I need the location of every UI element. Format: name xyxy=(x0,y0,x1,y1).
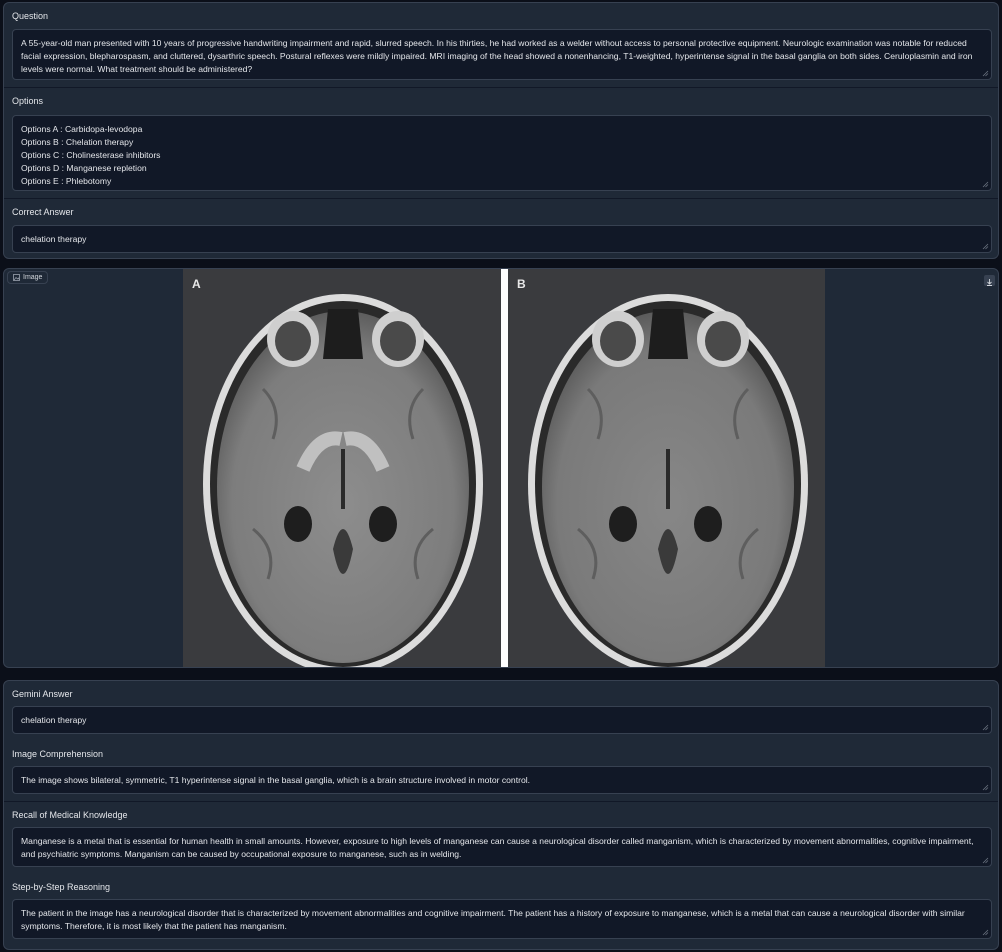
resize-handle-icon[interactable] xyxy=(982,70,989,77)
image-label: Image xyxy=(23,274,43,281)
gemini-answer-label: Gemini Answer xyxy=(12,689,73,699)
recall-field: Recall of Medical Knowledge Manganese is… xyxy=(4,802,998,874)
correct-answer-field: Correct Answer chelation therapy xyxy=(4,199,998,259)
reasoning-textbox[interactable]: The patient in the image has a neurologi… xyxy=(12,899,992,939)
image-comprehension-text: The image shows bilateral, symmetric, T1… xyxy=(21,775,531,785)
correct-answer-textbox[interactable]: chelation therapy xyxy=(12,225,992,253)
image-comprehension-textbox[interactable]: The image shows bilateral, symmetric, T1… xyxy=(12,766,992,794)
panel-b-letter: B xyxy=(517,277,526,291)
option-line: Options B : Chelation therapy xyxy=(21,137,134,147)
image-icon xyxy=(13,274,20,281)
image-comprehension-field: Image Comprehension The image shows bila… xyxy=(4,741,998,801)
recall-label: Recall of Medical Knowledge xyxy=(12,810,128,820)
input-panel: Question A 55-year-old man presented wit… xyxy=(3,2,999,259)
reasoning-text: The patient in the image has a neurologi… xyxy=(21,908,965,931)
resize-handle-icon[interactable] xyxy=(982,181,989,188)
option-line: Options D : Manganese repletion xyxy=(21,163,147,173)
brain-mri-scan-b xyxy=(528,294,808,667)
resize-handle-icon[interactable] xyxy=(982,857,989,864)
image-label-badge: Image xyxy=(7,271,49,284)
download-button[interactable] xyxy=(984,275,995,286)
resize-handle-icon[interactable] xyxy=(982,929,989,936)
correct-answer-label: Correct Answer xyxy=(12,207,74,217)
divider xyxy=(4,801,998,802)
resize-handle-icon[interactable] xyxy=(982,243,989,250)
correct-answer-text: chelation therapy xyxy=(21,234,87,244)
mri-panel-a: A xyxy=(183,269,501,667)
divider xyxy=(4,198,998,199)
mri-panel-b: B xyxy=(508,269,825,667)
gemini-answer-text: chelation therapy xyxy=(21,715,87,725)
brain-mri-scan-a xyxy=(203,294,483,667)
resize-handle-icon[interactable] xyxy=(982,724,989,731)
panel-a-letter: A xyxy=(192,277,201,291)
recall-textbox[interactable]: Manganese is a metal that is essential f… xyxy=(12,827,992,867)
option-line: Options A : Carbidopa-levodopa xyxy=(21,124,143,134)
question-textbox[interactable]: A 55-year-old man presented with 10 year… xyxy=(12,29,992,80)
option-line: Options C : Cholinesterase inhibitors xyxy=(21,150,161,160)
recall-text: Manganese is a metal that is essential f… xyxy=(21,836,974,859)
reasoning-field: Step-by-Step Reasoning The patient in th… xyxy=(4,874,998,951)
divider xyxy=(4,87,998,88)
panel-divider xyxy=(501,269,508,667)
option-line: Options E : Phlebotomy xyxy=(21,176,112,186)
gemini-answer-textbox[interactable]: chelation therapy xyxy=(12,706,992,734)
question-field: Question A 55-year-old man presented wit… xyxy=(4,3,998,87)
reasoning-label: Step-by-Step Reasoning xyxy=(12,882,111,892)
download-icon xyxy=(987,279,992,286)
gemini-answer-field: Gemini Answer chelation therapy xyxy=(4,681,998,741)
output-panel: Gemini Answer chelation therapy Image Co… xyxy=(3,680,999,950)
image-panel: Image xyxy=(3,268,999,668)
options-label: Options xyxy=(12,96,44,106)
image-comprehension-label: Image Comprehension xyxy=(12,749,104,759)
question-label: Question xyxy=(12,11,49,21)
question-text: A 55-year-old man presented with 10 year… xyxy=(21,38,973,74)
resize-handle-icon[interactable] xyxy=(982,784,989,791)
